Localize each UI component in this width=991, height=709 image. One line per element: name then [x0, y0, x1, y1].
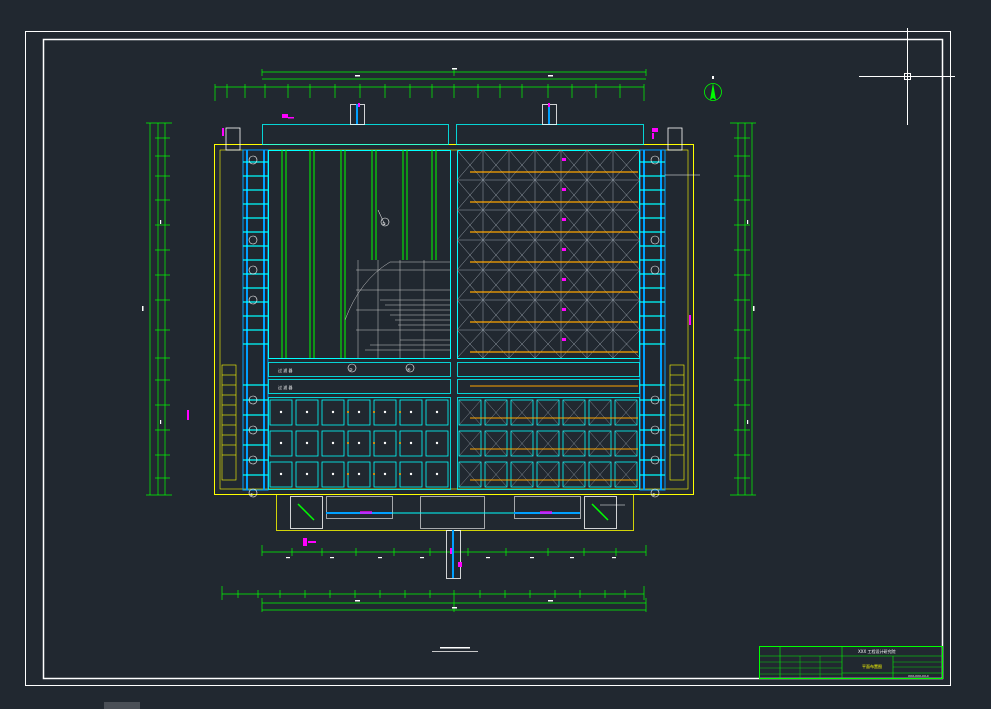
bottom-taskbar-fragment: [104, 702, 140, 709]
bubble-2: ②: [382, 221, 386, 226]
right-dimension-chain: [730, 122, 756, 496]
left-cell-dots: [279, 410, 439, 476]
middle-channels: [268, 362, 640, 394]
title-block-drawing-name: 平面布置图: [862, 663, 882, 669]
top-inlets: [225, 104, 683, 151]
outer-frame: [25, 31, 951, 686]
room-label-filter-1: 过 滤 器: [278, 367, 293, 373]
section-tags: [187, 103, 691, 567]
building-outline: [214, 124, 694, 495]
grid-bubbles: [248, 155, 660, 498]
right-filter-tank: [456, 149, 641, 359]
left-dimension-chain: [146, 122, 172, 496]
title-block: XXX 工程设计研究院 平面布置图 XXX-XXX-XX-X: [759, 646, 943, 679]
title-block-drawing-number: XXX-XXX-XX-X: [908, 674, 929, 678]
right-filter-cells: [457, 397, 640, 490]
top-dimension-chain: [214, 69, 647, 101]
bubble-1: ①: [250, 492, 254, 497]
bubble-5: ⑤: [652, 492, 656, 497]
side-stairs: [221, 364, 685, 481]
right-pipe-gallery: [639, 149, 666, 491]
title-block-header: XXX 工程设计研究院: [858, 648, 896, 654]
inner-frame: [42, 38, 944, 680]
bottom-dimension-chain: [221, 545, 647, 612]
bottom-annex: [276, 494, 634, 579]
bubble-3: ③: [349, 367, 353, 372]
bubble-4: ④: [407, 367, 411, 372]
room-label-filter-2: 过 滤 器: [278, 384, 293, 390]
drawing-title-under-plan: [432, 647, 478, 652]
north-arrow-icon: [704, 76, 722, 101]
crosshair-cursor-icon[interactable]: [859, 28, 955, 125]
left-pipe-gallery: [242, 149, 269, 491]
left-settling-tank: [268, 150, 451, 359]
